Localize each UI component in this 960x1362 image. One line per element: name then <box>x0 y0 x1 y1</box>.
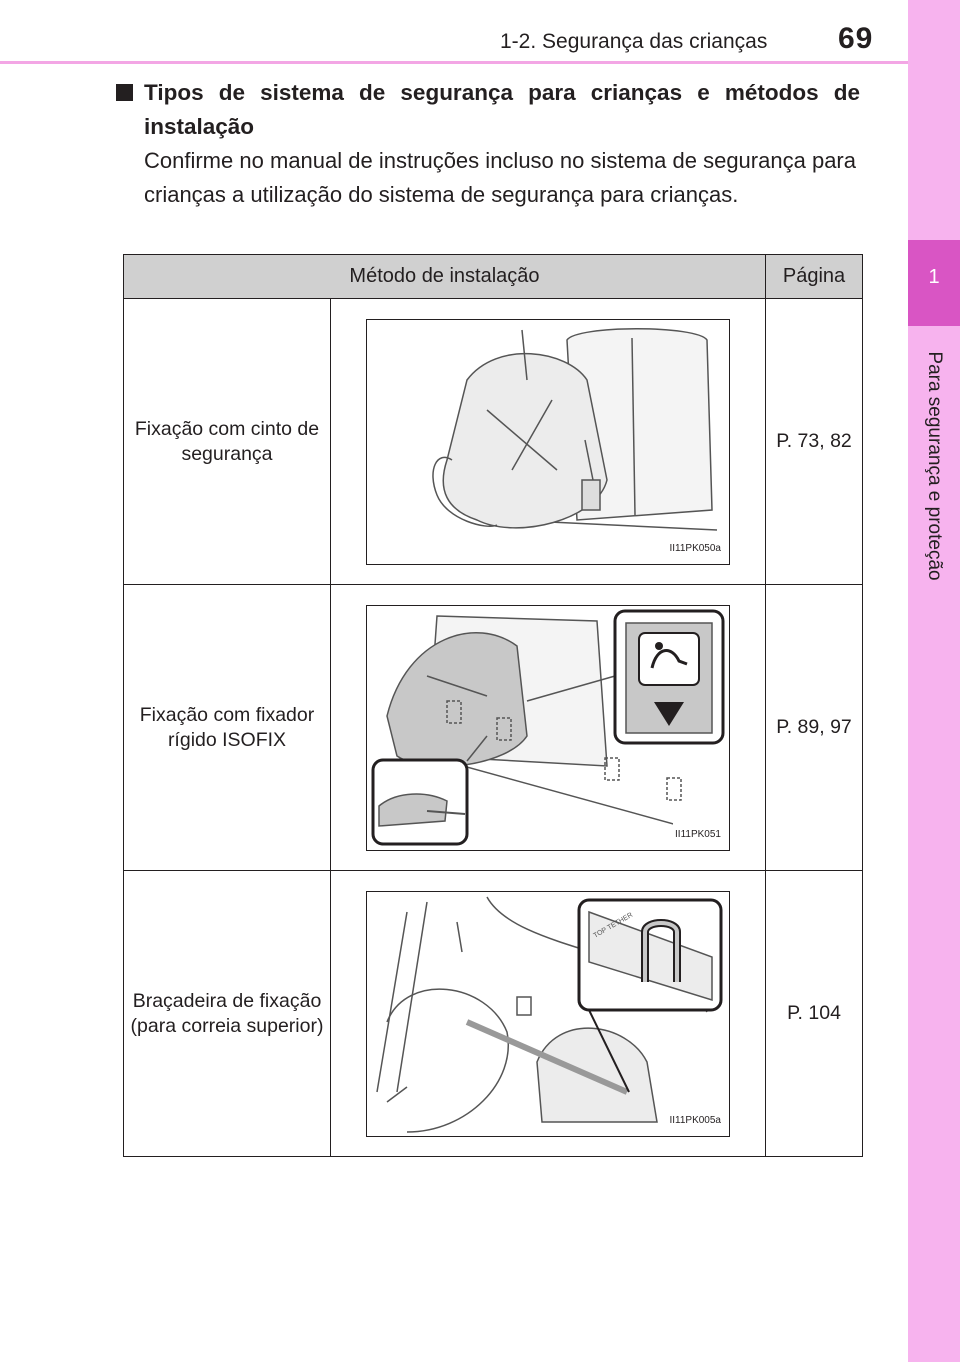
intro-paragraph: Confirme no manual de instruções incluso… <box>144 148 856 207</box>
header-method: Método de instalação <box>123 254 766 299</box>
page-cell: P. 104 <box>765 870 863 1157</box>
top-tether-anchor-icon: TOP TETHER <box>376 896 723 1133</box>
isofix-install-illustration: II11PK051 <box>366 604 730 851</box>
page-number: 69 <box>838 22 874 55</box>
illustration-cell: II11PK050a <box>330 298 766 585</box>
header-divider <box>0 61 908 64</box>
illustration-code: II11PK005a <box>667 1107 723 1133</box>
page-cell: P. 73, 82 <box>765 298 863 585</box>
header-page: Página <box>765 254 863 299</box>
square-bullet-icon <box>116 84 133 101</box>
method-cell: Fixação com cinto de segurança <box>123 298 331 585</box>
installation-methods-table: Método de instalação Página Fixação com … <box>123 254 863 1157</box>
chapter-number: 1 <box>928 266 940 288</box>
illustration-code: II11PK050a <box>667 535 723 561</box>
page-cell: P. 89, 97 <box>765 584 863 871</box>
table-header-row: Método de instalação Página <box>123 254 863 299</box>
section-heading-text: Tipos de sistema de segurança para crian… <box>144 80 860 139</box>
table-row: Fixação com cinto de segurança <box>123 298 863 585</box>
method-cell: Fixação com fixador rígido ISOFIX <box>123 584 331 871</box>
top-tether-install-illustration: TOP TETHER II11PK005a <box>366 890 730 1137</box>
table-row: Braçadeira de fixação (para correia supe… <box>123 870 863 1157</box>
section-heading: Tipos de sistema de segurança para crian… <box>116 76 860 144</box>
illustration-code: II11PK051 <box>673 821 723 847</box>
section-title: 1-2. Segurança das crianças <box>500 30 768 53</box>
table-row: Fixação com fixador rígido ISOFIX <box>123 584 863 871</box>
method-cell: Braçadeira de fixação (para correia supe… <box>123 870 331 1157</box>
seat-belt-install-illustration: II11PK050a <box>366 318 730 565</box>
chapter-side-tab[interactable] <box>908 0 960 1362</box>
chapter-label: Para segurança e proteção <box>924 351 945 581</box>
isofix-anchor-icon <box>371 609 725 845</box>
illustration-cell: TOP TETHER II11PK005a <box>330 870 766 1157</box>
illustration-cell: II11PK051 <box>330 584 766 871</box>
child-seat-belt-icon <box>432 327 718 531</box>
chapter-number-box <box>908 240 960 326</box>
